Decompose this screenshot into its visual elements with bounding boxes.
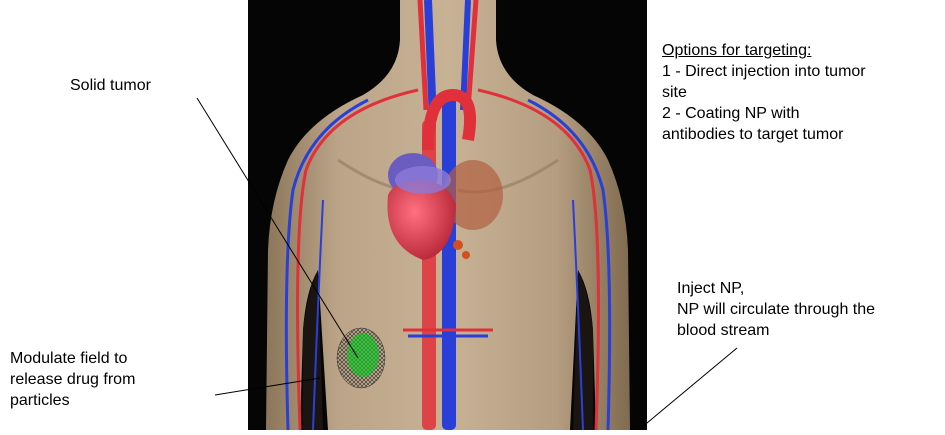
inject-line-3: blood stream xyxy=(677,320,875,341)
options-line-1: 1 - Direct injection into tumor xyxy=(662,61,866,82)
label-targeting-options: Options for targeting: 1 - Direct inject… xyxy=(662,40,866,145)
inject-line-1: Inject NP, xyxy=(677,278,875,299)
modulate-line-1: Modulate field to xyxy=(10,348,135,369)
vena-cava xyxy=(442,90,456,430)
organ-dot-2 xyxy=(462,251,470,259)
modulate-line-3: particles xyxy=(10,390,135,411)
leader-inject xyxy=(641,348,737,428)
anatomy-svg xyxy=(248,0,647,430)
label-inject-np: Inject NP, NP will circulate through the… xyxy=(677,278,875,341)
options-line-3: 2 - Coating NP with xyxy=(662,103,866,124)
organ-dot-1 xyxy=(453,240,463,250)
label-solid-tumor: Solid tumor xyxy=(70,75,151,96)
inject-line-2: NP will circulate through the xyxy=(677,299,875,320)
label-solid-tumor-text: Solid tumor xyxy=(70,77,151,94)
options-heading: Options for targeting: xyxy=(662,40,866,61)
label-modulate-field: Modulate field to release drug from part… xyxy=(10,348,135,411)
tumor-texture xyxy=(347,333,379,377)
torso-illustration xyxy=(248,0,647,430)
heart-ventricle xyxy=(395,166,451,194)
modulate-line-2: release drug from xyxy=(10,369,135,390)
options-line-2: site xyxy=(662,82,866,103)
options-line-4: antibodies to target tumor xyxy=(662,124,866,145)
